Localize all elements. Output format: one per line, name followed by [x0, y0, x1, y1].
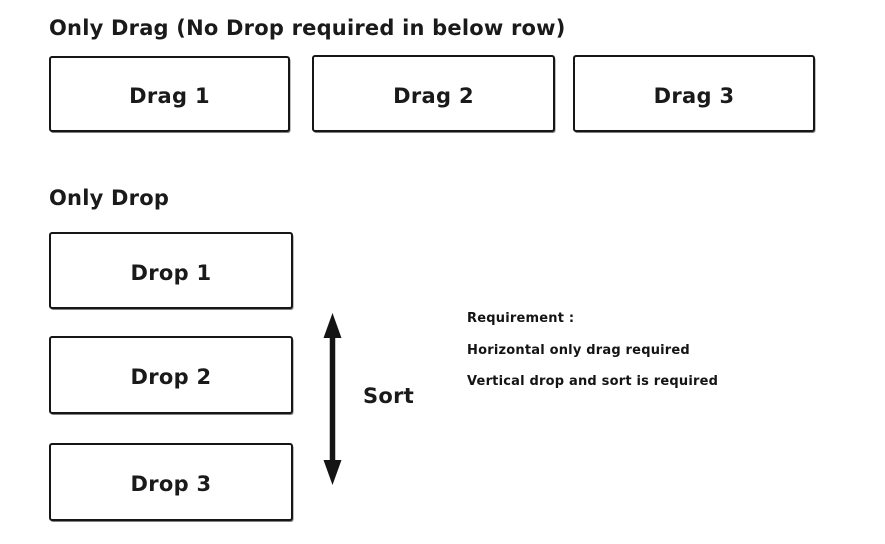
requirement-line-vertical-drop-sort: Vertical drop and sort is required	[467, 374, 719, 389]
drag-box-3[interactable]: Drag 3	[573, 55, 815, 132]
drop-box-3-label: Drop 3	[130, 472, 212, 496]
requirement-line-horizontal-drag: Horizontal only drag required	[467, 343, 690, 358]
drop-box-1-label: Drop 1	[130, 260, 212, 285]
drag-box-3-label: Drag 3	[653, 83, 735, 108]
drop-box-2-label: Drop 2	[130, 365, 212, 389]
drag-box-1[interactable]: Drag 1	[49, 56, 290, 132]
drop-box-3[interactable]: Drop 3	[49, 443, 293, 521]
drop-section-title: Only Drop	[49, 186, 170, 210]
drop-box-2[interactable]: Drop 2	[49, 336, 293, 414]
requirements-heading: Requirement :	[467, 311, 575, 326]
drag-box-2-label: Drag 2	[393, 83, 474, 108]
sort-annotation-label: Sort	[363, 384, 415, 408]
drag-section-title: Only Drag (No Drop required in below row…	[49, 16, 566, 40]
drag-box-1-label: Drag 1	[129, 84, 210, 108]
drag-box-2[interactable]: Drag 2	[312, 55, 555, 132]
drop-box-1[interactable]: Drop 1	[49, 232, 293, 309]
sort-double-arrow-icon	[314, 312, 351, 486]
